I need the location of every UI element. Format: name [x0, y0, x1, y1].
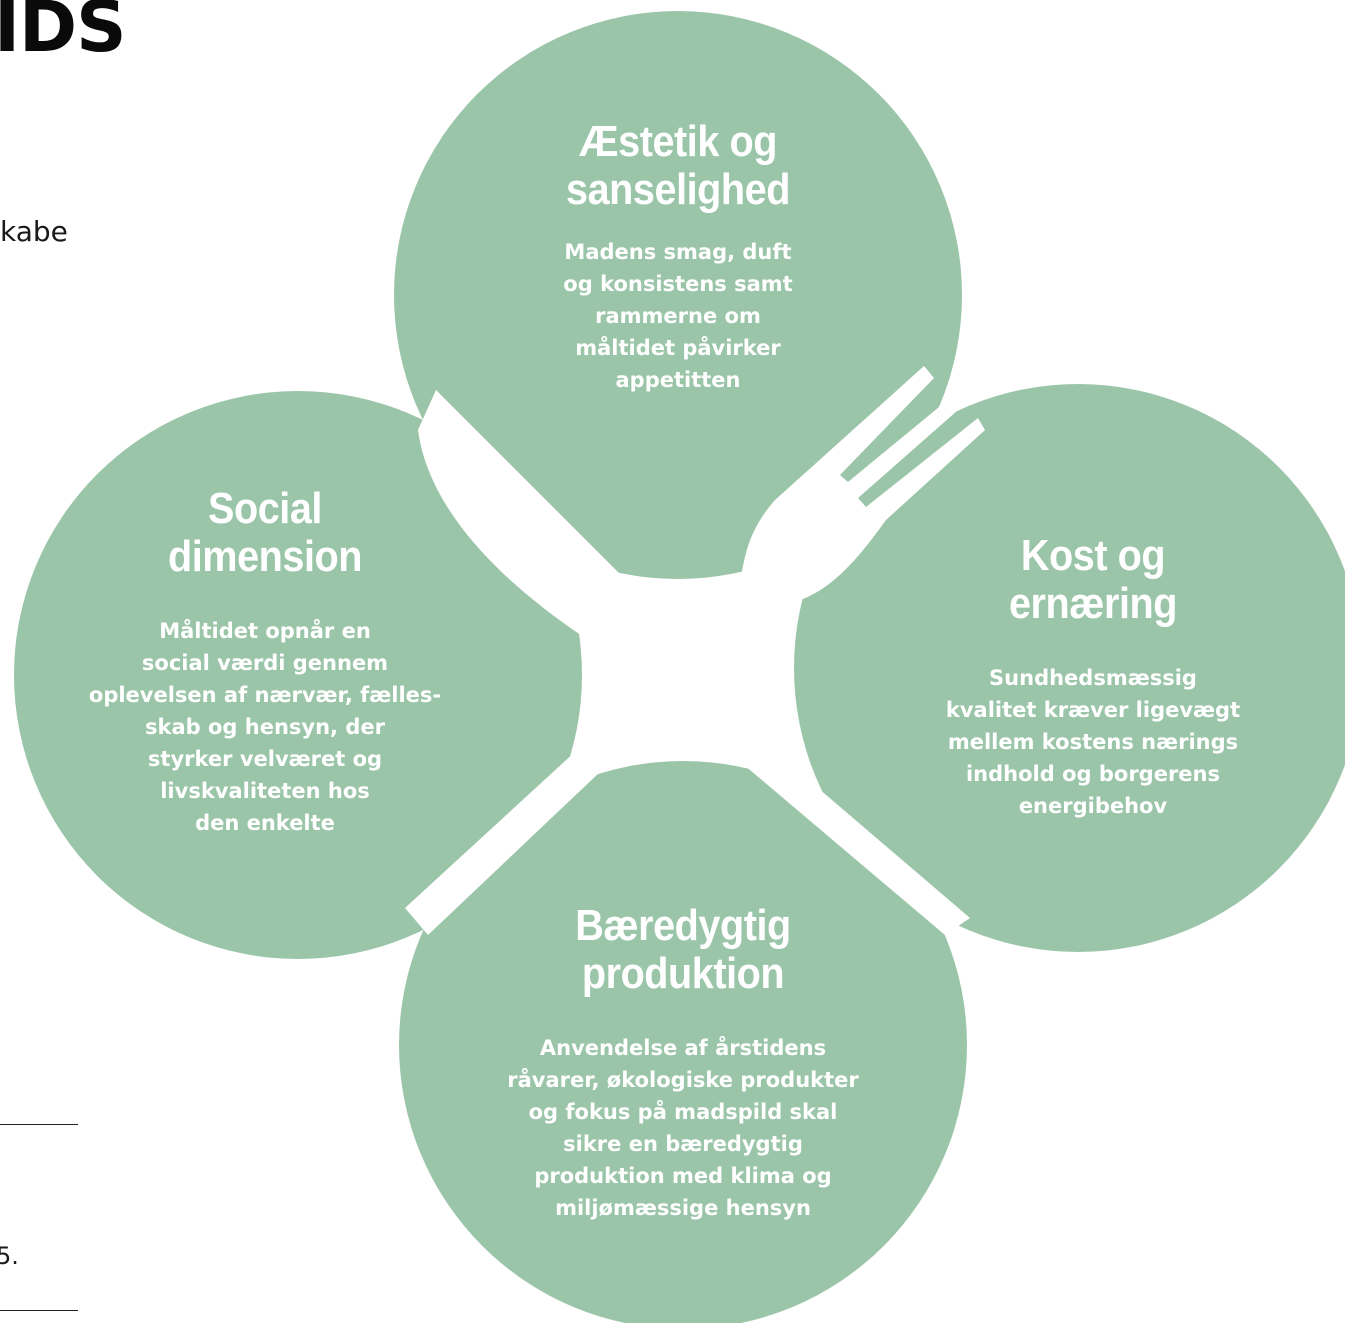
quadrant-aesthetics-description: Madens smag, duft og konsistens samt ram… [563, 240, 793, 392]
divider-top [0, 1124, 78, 1125]
quadrant-nutrition-title: Kost og ernæring [1008, 531, 1178, 628]
quadrant-social-description: Måltidet opnår en social værdi gennem op… [88, 619, 442, 835]
circle-bottom [399, 761, 967, 1323]
page-heading-fragment: IDS [0, 0, 127, 68]
body-text-fragment: kabe [0, 215, 68, 248]
quadrant-aesthetics: Æstetik og sanselighed Madens smag, duft… [518, 118, 838, 396]
quadrant-social-title: Social dimension [168, 484, 362, 581]
circles-group [14, 11, 1345, 1323]
quadrant-aesthetics-title: Æstetik og sanselighed [566, 117, 790, 214]
divider-bottom [0, 1310, 78, 1311]
quadrant-social: Social dimension Måltidet opnår en socia… [85, 485, 445, 839]
quadrant-nutrition: Kost og ernæring Sundhedsmæssig kvalitet… [928, 532, 1258, 822]
quadrant-nutrition-description: Sundhedsmæssig kvalitet kræver ligevægt … [945, 666, 1241, 818]
footnote-fragment: 5. [0, 1242, 19, 1270]
fork-icon [405, 366, 985, 935]
quadrant-sustainability-description: Anvendelse af årstidens råvarer, økologi… [507, 1036, 859, 1220]
quadrant-sustainability-title: Bæredygtig produktion [575, 901, 791, 998]
quadrant-sustainability: Bæredygtig produktion Anvendelse af årst… [503, 902, 863, 1224]
circle-top [394, 11, 962, 579]
circle-left [14, 391, 582, 959]
circle-right [794, 384, 1345, 952]
knife-icon [418, 390, 970, 935]
